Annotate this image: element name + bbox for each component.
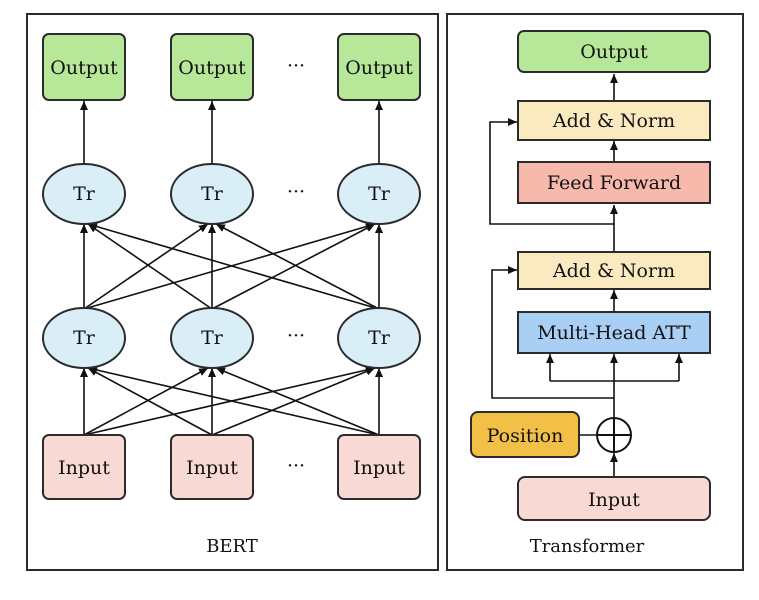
svg-text:Tr: Tr — [201, 183, 224, 205]
svg-text:Output: Output — [178, 57, 246, 79]
bert-tr-upper-3: Tr — [337, 163, 421, 225]
bert-tr-lower-1: Tr — [42, 307, 126, 369]
svg-text:Input: Input — [588, 489, 640, 511]
svg-text:Add & Norm: Add & Norm — [552, 110, 675, 132]
svg-text:Output: Output — [345, 57, 413, 79]
bert-tr-to-tr-connections — [80, 222, 383, 310]
bert-tr-lower-2: Tr — [170, 307, 254, 369]
bert-tr-lower-ellipsis: ··· — [287, 325, 305, 347]
svg-text:Tr: Tr — [73, 183, 96, 205]
transformer-output-block: Output — [517, 30, 711, 73]
bert-output-ellipsis: ··· — [287, 55, 305, 77]
svg-text:Input: Input — [58, 457, 110, 479]
bert-tr-upper-ellipsis: ··· — [287, 181, 305, 203]
svg-text:Tr: Tr — [201, 327, 224, 349]
bert-output-node-1: Output — [42, 33, 126, 101]
svg-text:Tr: Tr — [368, 183, 391, 205]
bert-input-to-tr-connections — [80, 366, 383, 436]
svg-text:Position: Position — [487, 425, 564, 447]
transformer-add-norm-bottom: Add & Norm — [517, 251, 711, 290]
bert-tr-upper-1: Tr — [42, 163, 126, 225]
svg-text:Multi-Head ATT: Multi-Head ATT — [537, 322, 691, 344]
bert-input-node-3: Input — [337, 434, 421, 500]
bert-panel — [26, 13, 439, 571]
svg-text:Output: Output — [50, 57, 118, 79]
svg-text:Tr: Tr — [73, 327, 96, 349]
bert-tr-upper-2: Tr — [170, 163, 254, 225]
transformer-feed-forward: Feed Forward — [517, 161, 711, 204]
transformer-position-block: Position — [470, 411, 580, 458]
bert-input-ellipsis: ··· — [287, 455, 305, 477]
transformer-add-norm-top: Add & Norm — [517, 100, 711, 141]
bert-output-node-3: Output — [337, 33, 421, 101]
transformer-caption: Transformer — [530, 536, 645, 557]
bert-output-node-2: Output — [170, 33, 254, 101]
svg-text:Add & Norm: Add & Norm — [552, 260, 675, 282]
svg-text:Output: Output — [580, 41, 648, 63]
bert-tr-to-output-connections — [80, 101, 383, 164]
svg-text:Input: Input — [353, 457, 405, 479]
transformer-panel — [446, 13, 744, 571]
bert-input-node-1: Input — [42, 434, 126, 500]
svg-text:Tr: Tr — [368, 327, 391, 349]
svg-text:Input: Input — [186, 457, 238, 479]
transformer-input-block: Input — [517, 476, 711, 521]
transformer-connections — [489, 74, 683, 477]
transformer-multi-head-attention: Multi-Head ATT — [517, 311, 711, 354]
circle-plus-icon — [596, 417, 632, 453]
bert-caption: BERT — [206, 536, 258, 557]
bert-input-node-2: Input — [170, 434, 254, 500]
svg-text:Feed Forward: Feed Forward — [547, 172, 681, 194]
bert-tr-lower-3: Tr — [337, 307, 421, 369]
